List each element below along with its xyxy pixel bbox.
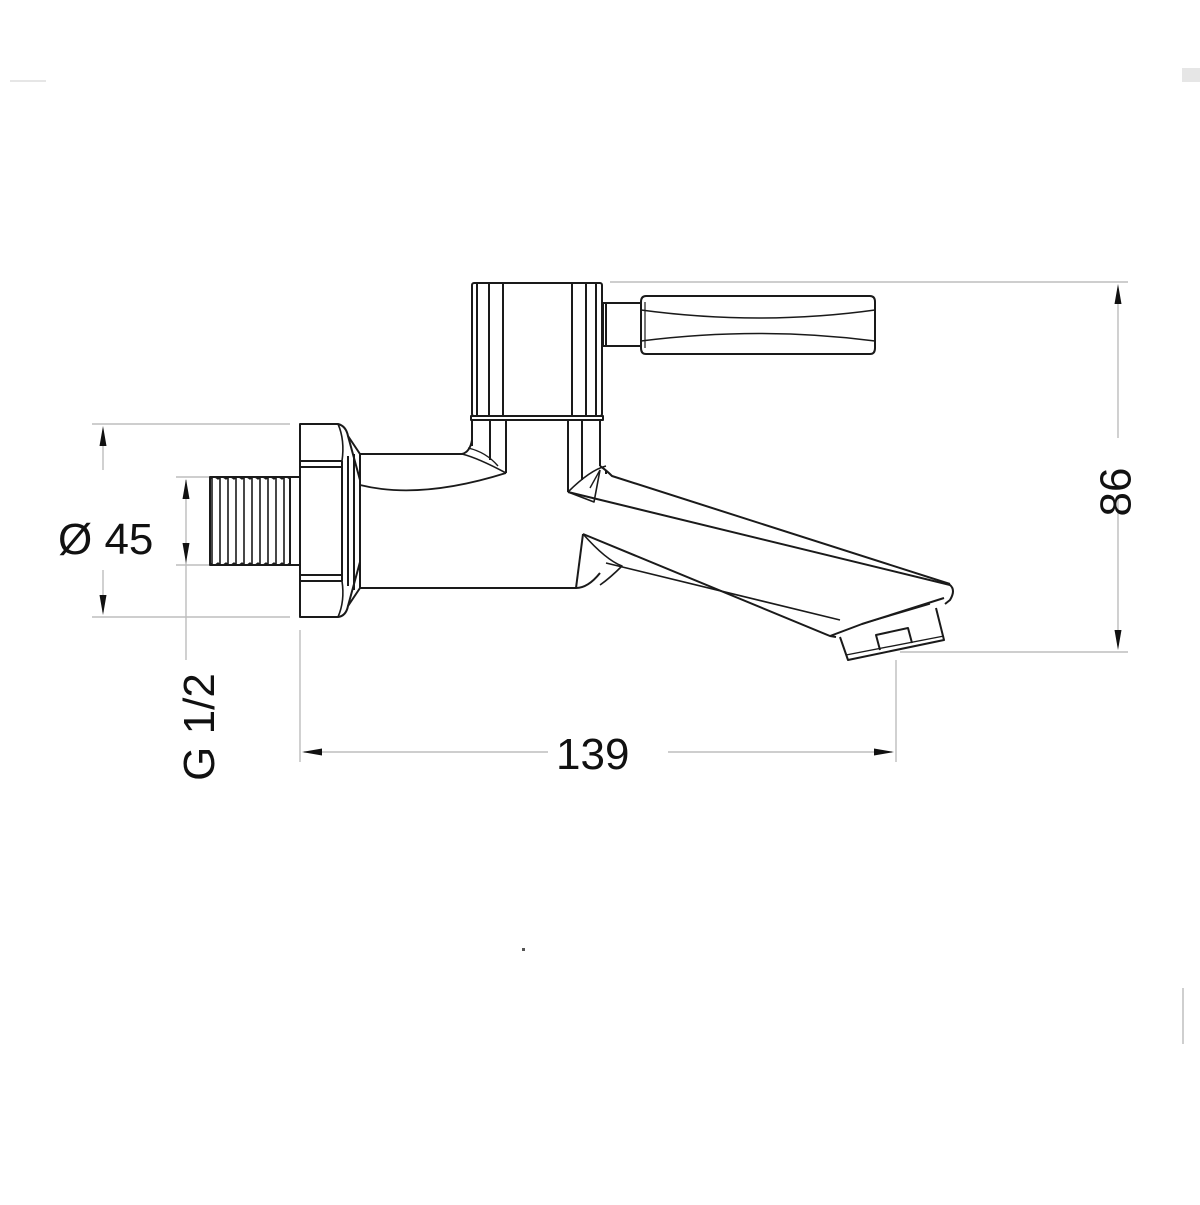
dimension-arrows: [99, 284, 1122, 756]
scan-artifact-top-left: [10, 80, 46, 82]
threaded-inlet: [209, 476, 300, 566]
lever-handle: [602, 295, 876, 355]
overall-width-label: 139: [556, 730, 630, 779]
scan-artifact-center: [522, 948, 525, 951]
thread-label: G 1/2: [174, 673, 224, 781]
spout: [567, 465, 954, 638]
aerator: [839, 607, 945, 661]
dimension-lines: [92, 281, 1128, 762]
scan-artifact-top-right: [1182, 68, 1200, 82]
scan-artifact-bottom-right: [1182, 988, 1184, 1044]
hex-nut-flange: [299, 423, 361, 618]
tap-outline: [209, 282, 954, 661]
body: [359, 420, 607, 589]
diameter-label: Ø 45: [58, 515, 154, 564]
overall-height-label: 86: [1091, 467, 1141, 517]
valve-housing: [470, 282, 604, 421]
